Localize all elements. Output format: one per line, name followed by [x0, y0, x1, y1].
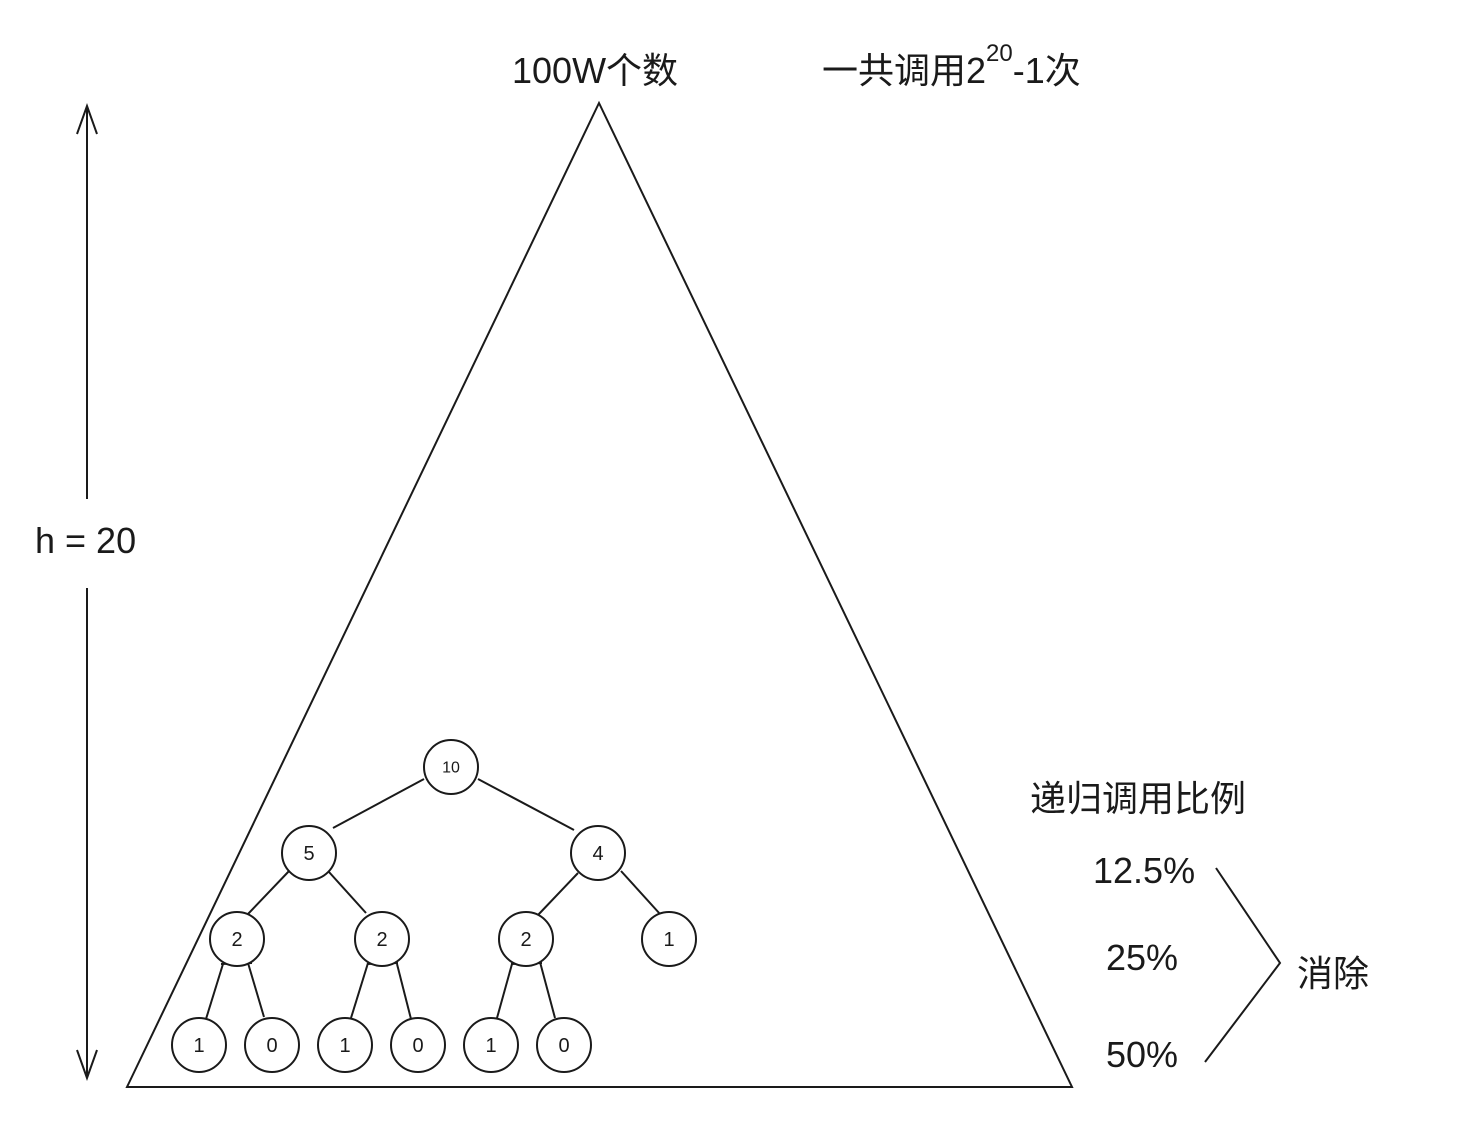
tree-node-label: 5 [303, 843, 314, 865]
tree-node-circle [281, 825, 337, 881]
tree-labels: 10 5 4 2 2 2 1 1 0 1 0 1 0 [193, 760, 674, 1058]
tree-node-label: 4 [592, 843, 603, 865]
edge [396, 963, 412, 1020]
edge [350, 962, 369, 1019]
eliminate-label: 消除 [1297, 953, 1370, 994]
edge [477, 778, 575, 831]
edge [620, 870, 661, 915]
count-label: 100W个数 [512, 50, 679, 91]
ratio-percentage: 50% [1106, 1034, 1179, 1075]
tree-nodes [171, 739, 697, 1073]
tree-node-label: 1 [663, 929, 674, 951]
recursion-triangle [125, 100, 1074, 1088]
tree-node-label: 2 [520, 929, 531, 951]
tree-node-label: 0 [558, 1035, 569, 1057]
total-calls-label: 一共调用220-1次 [822, 40, 1081, 94]
tree-node-circle [354, 911, 410, 967]
tree-node-label: 1 [485, 1035, 496, 1057]
eliminate-bracket [1204, 867, 1282, 1063]
tree-node-circle [536, 1017, 592, 1073]
tree-node-label: 0 [412, 1035, 423, 1057]
tree-node-circle [390, 1017, 446, 1073]
tree-node-circle [171, 1017, 227, 1073]
tree-node-circle [209, 911, 265, 967]
tree-node-circle [463, 1017, 519, 1073]
edge [247, 962, 265, 1018]
edge [205, 963, 224, 1020]
edge [247, 869, 291, 915]
tree-node-circle [317, 1017, 373, 1073]
tree-node-circle [423, 739, 479, 795]
height-label: h = 20 [35, 520, 137, 561]
total-calls-suffix: -1次 [1012, 50, 1081, 91]
height-arrow [76, 103, 98, 1081]
tree-node-label: 1 [193, 1035, 204, 1057]
total-calls-prefix: 一共调用2 [822, 50, 987, 91]
tree-node-label: 0 [266, 1035, 277, 1057]
edge [328, 871, 367, 914]
ratio-percentage: 12.5% [1093, 850, 1196, 891]
edge [539, 961, 556, 1019]
tree-node-circle [570, 825, 626, 881]
total-calls-exponent: 20 [986, 40, 1013, 67]
tree-edges [205, 778, 661, 1020]
tree-node-circle [641, 911, 697, 967]
edge [537, 872, 579, 916]
ratio-percentage: 25% [1106, 937, 1179, 978]
tree-node-label: 10 [442, 760, 460, 777]
tree-node-label: 2 [231, 929, 242, 951]
edge [332, 778, 425, 829]
tree-node-label: 1 [339, 1035, 350, 1057]
edge [496, 963, 513, 1019]
tree-node-circle [498, 911, 554, 967]
tree-node-label: 2 [376, 929, 387, 951]
tree-node-circle [244, 1017, 300, 1073]
ratio-heading: 递归调用比例 [1030, 778, 1247, 819]
